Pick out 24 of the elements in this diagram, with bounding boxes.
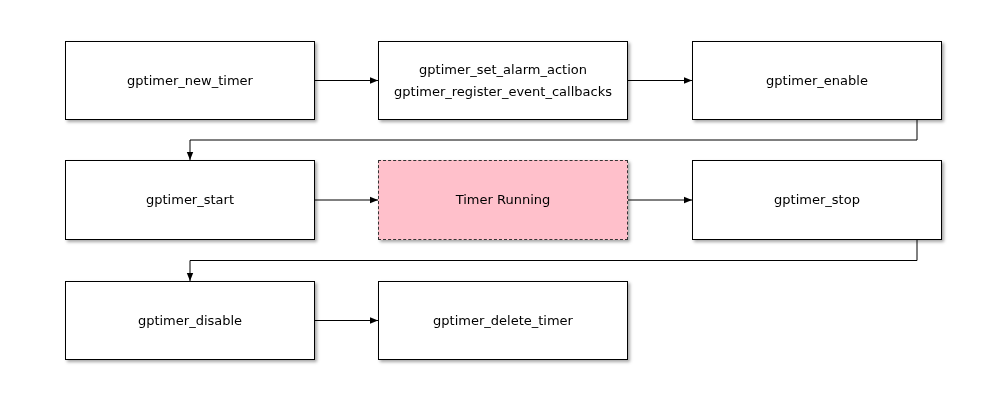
function-name: gptimer_stop: [774, 191, 860, 209]
function-name: Timer Running: [455, 191, 551, 209]
function-name: gptimer_start: [146, 191, 234, 209]
arrow: [314, 196, 379, 204]
state-box: [378, 160, 628, 240]
process-box: [65, 160, 315, 240]
arrow: [627, 77, 693, 84]
arrow: [186, 119, 918, 161]
function-name: gptimer_register_event_callbacks: [394, 82, 612, 101]
process-box: [65, 281, 315, 360]
arrow: [314, 317, 379, 324]
process-box: [692, 41, 942, 120]
function-name: gptimer_disable: [137, 311, 243, 330]
process-box: [378, 281, 628, 360]
arrow: [186, 239, 918, 282]
process-box: [65, 41, 315, 120]
process-box: [692, 160, 942, 240]
process-box: [378, 41, 628, 120]
function-name: gptimer_delete_timer: [433, 311, 573, 330]
function-name: gptimer_enable: [766, 71, 868, 90]
arrow: [627, 196, 693, 204]
function-name: gptimer_set_alarm_action: [419, 60, 587, 79]
function-name: gptimer_new_timer: [127, 71, 253, 90]
arrow: [314, 77, 379, 84]
